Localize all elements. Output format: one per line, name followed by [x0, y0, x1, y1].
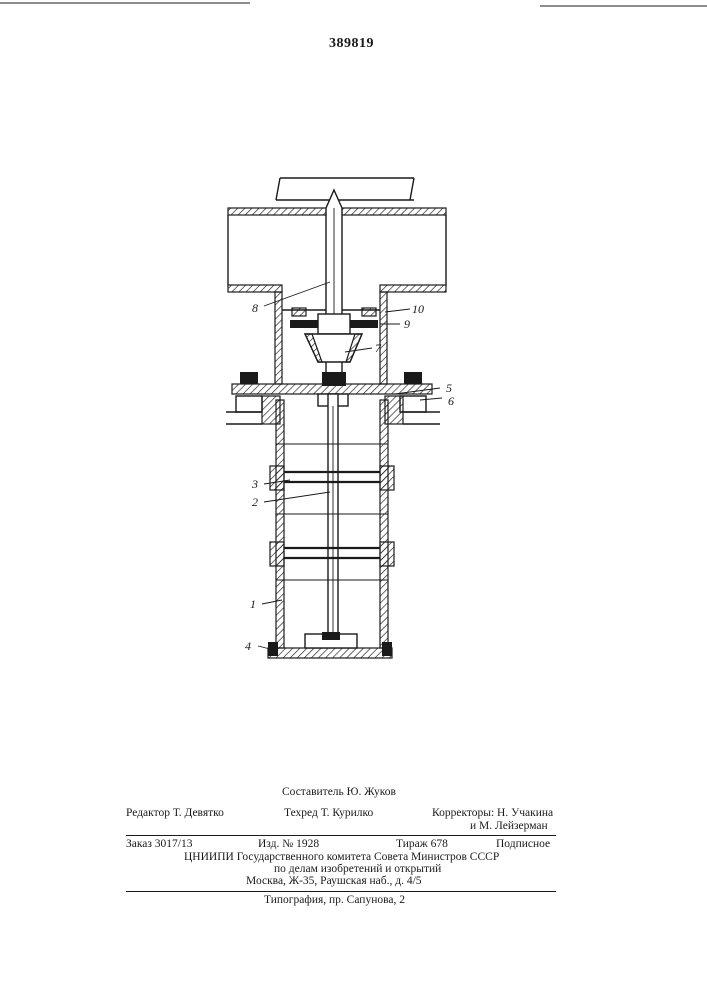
label-4: 4: [245, 639, 251, 653]
label-1: 1: [250, 597, 256, 611]
address-line: Москва, Ж-35, Раушская наб., д. 4/5: [246, 875, 422, 887]
label-2: 2: [252, 495, 258, 509]
editor-line: Редактор Т. Девятко: [126, 807, 224, 819]
subscription: Подписное: [496, 838, 550, 850]
correctors-line-2: и М. Лейзерман: [470, 820, 548, 832]
shaft-8: [326, 190, 342, 325]
label-5: 5: [446, 381, 452, 395]
circulation: Тираж 678: [396, 838, 448, 850]
printer-line: Типография, пр. Сапунова, 2: [264, 894, 405, 906]
label-3: 3: [251, 477, 258, 491]
techeditor-line: Техред Т. Курилко: [284, 807, 373, 819]
separator-line-2: [126, 891, 556, 892]
label-10: 10: [412, 302, 424, 316]
label-9: 9: [404, 317, 410, 331]
edition-number: Изд. № 1928: [258, 838, 319, 850]
label-8: 8: [252, 301, 258, 315]
label-6: 6: [448, 394, 454, 408]
order-number: Заказ 3017/13: [126, 838, 193, 850]
coupling-7: [305, 334, 362, 386]
upper-rail: [276, 178, 414, 200]
compiler-line: Составитель Ю. Жуков: [282, 786, 396, 798]
organization-line-2: по делам изобретений и открытий: [274, 863, 441, 875]
label-7: 7: [375, 341, 382, 355]
organization-line-1: ЦНИИПИ Государственного комитета Совета …: [184, 851, 499, 863]
separator-line: [126, 835, 556, 836]
bottom-support-4: [268, 632, 392, 658]
correctors-line-1: Корректоры: Н. Учакина: [432, 807, 553, 819]
